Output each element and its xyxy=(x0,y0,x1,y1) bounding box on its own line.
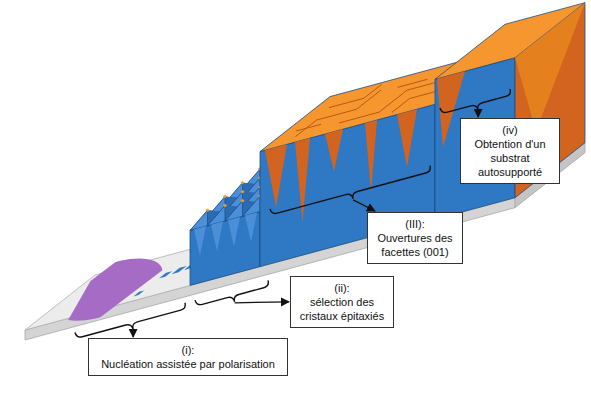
crystal-top xyxy=(223,195,227,199)
grain-wedge xyxy=(295,138,310,222)
stage-bracket xyxy=(270,166,430,214)
scene xyxy=(25,3,585,340)
leader-arrow xyxy=(235,302,289,303)
stage-callout: (ii):sélection des cristaux épitaxiés xyxy=(290,276,394,328)
crystal-top xyxy=(240,181,244,185)
pyramid-face xyxy=(243,196,261,216)
leader-arrow xyxy=(132,330,133,337)
nucleus-crystal xyxy=(133,291,144,297)
polarisation-zone xyxy=(45,246,171,334)
stage-number: (iv) xyxy=(466,123,554,137)
grain-wedge xyxy=(245,212,257,242)
stage-description: sélection des cristaux épitaxiés xyxy=(296,295,388,323)
pyramid-face xyxy=(225,201,243,221)
stage-number: (i): xyxy=(94,343,282,357)
grain-wedge xyxy=(211,222,223,252)
stage-description: Obtention d'un substrat autosupporté xyxy=(466,137,554,179)
grain-boundary xyxy=(398,79,428,87)
leader-lines xyxy=(133,111,478,337)
stage-callout: (iv)Obtention d'un substrat autosupporté xyxy=(460,118,560,184)
grain-wedge xyxy=(265,144,287,207)
grain-wedge xyxy=(365,120,377,192)
stage-number: (ii): xyxy=(296,281,388,295)
grain-wedge xyxy=(397,109,417,167)
stage-bracket xyxy=(75,303,185,337)
stage-callout: (i):Nucléation assistée par polarisation xyxy=(88,338,288,376)
grain-wedge xyxy=(325,129,343,172)
leader-arrow xyxy=(353,200,375,211)
leader-arrow xyxy=(477,111,478,117)
crystal-top xyxy=(240,199,244,203)
stage-bracket xyxy=(440,89,510,112)
grain-wedge xyxy=(228,217,240,247)
stage-bracket xyxy=(195,280,268,304)
grain-wedge xyxy=(194,226,206,256)
grain-boundary xyxy=(339,90,407,123)
stage-description: Ouvertures des facettes (001) xyxy=(373,231,457,259)
crystal-top xyxy=(223,204,227,208)
nucleus-crystal xyxy=(172,266,187,274)
grain-boundary xyxy=(296,124,321,131)
stage-callout: (III):Ouvertures des facettes (001) xyxy=(367,212,463,264)
grain-boundary xyxy=(329,84,382,107)
pyramid-face xyxy=(243,196,261,216)
stage-description: Nucléation assistée par polarisation xyxy=(94,357,282,371)
grain-wedge xyxy=(515,3,585,132)
grain-boundary xyxy=(296,109,357,136)
stage-number: (III): xyxy=(373,217,457,231)
nucleus-crystal xyxy=(159,271,172,278)
crystal-top xyxy=(240,190,244,194)
pyramid-face xyxy=(225,201,243,221)
brackets xyxy=(75,89,510,337)
crystal-top xyxy=(205,209,209,213)
